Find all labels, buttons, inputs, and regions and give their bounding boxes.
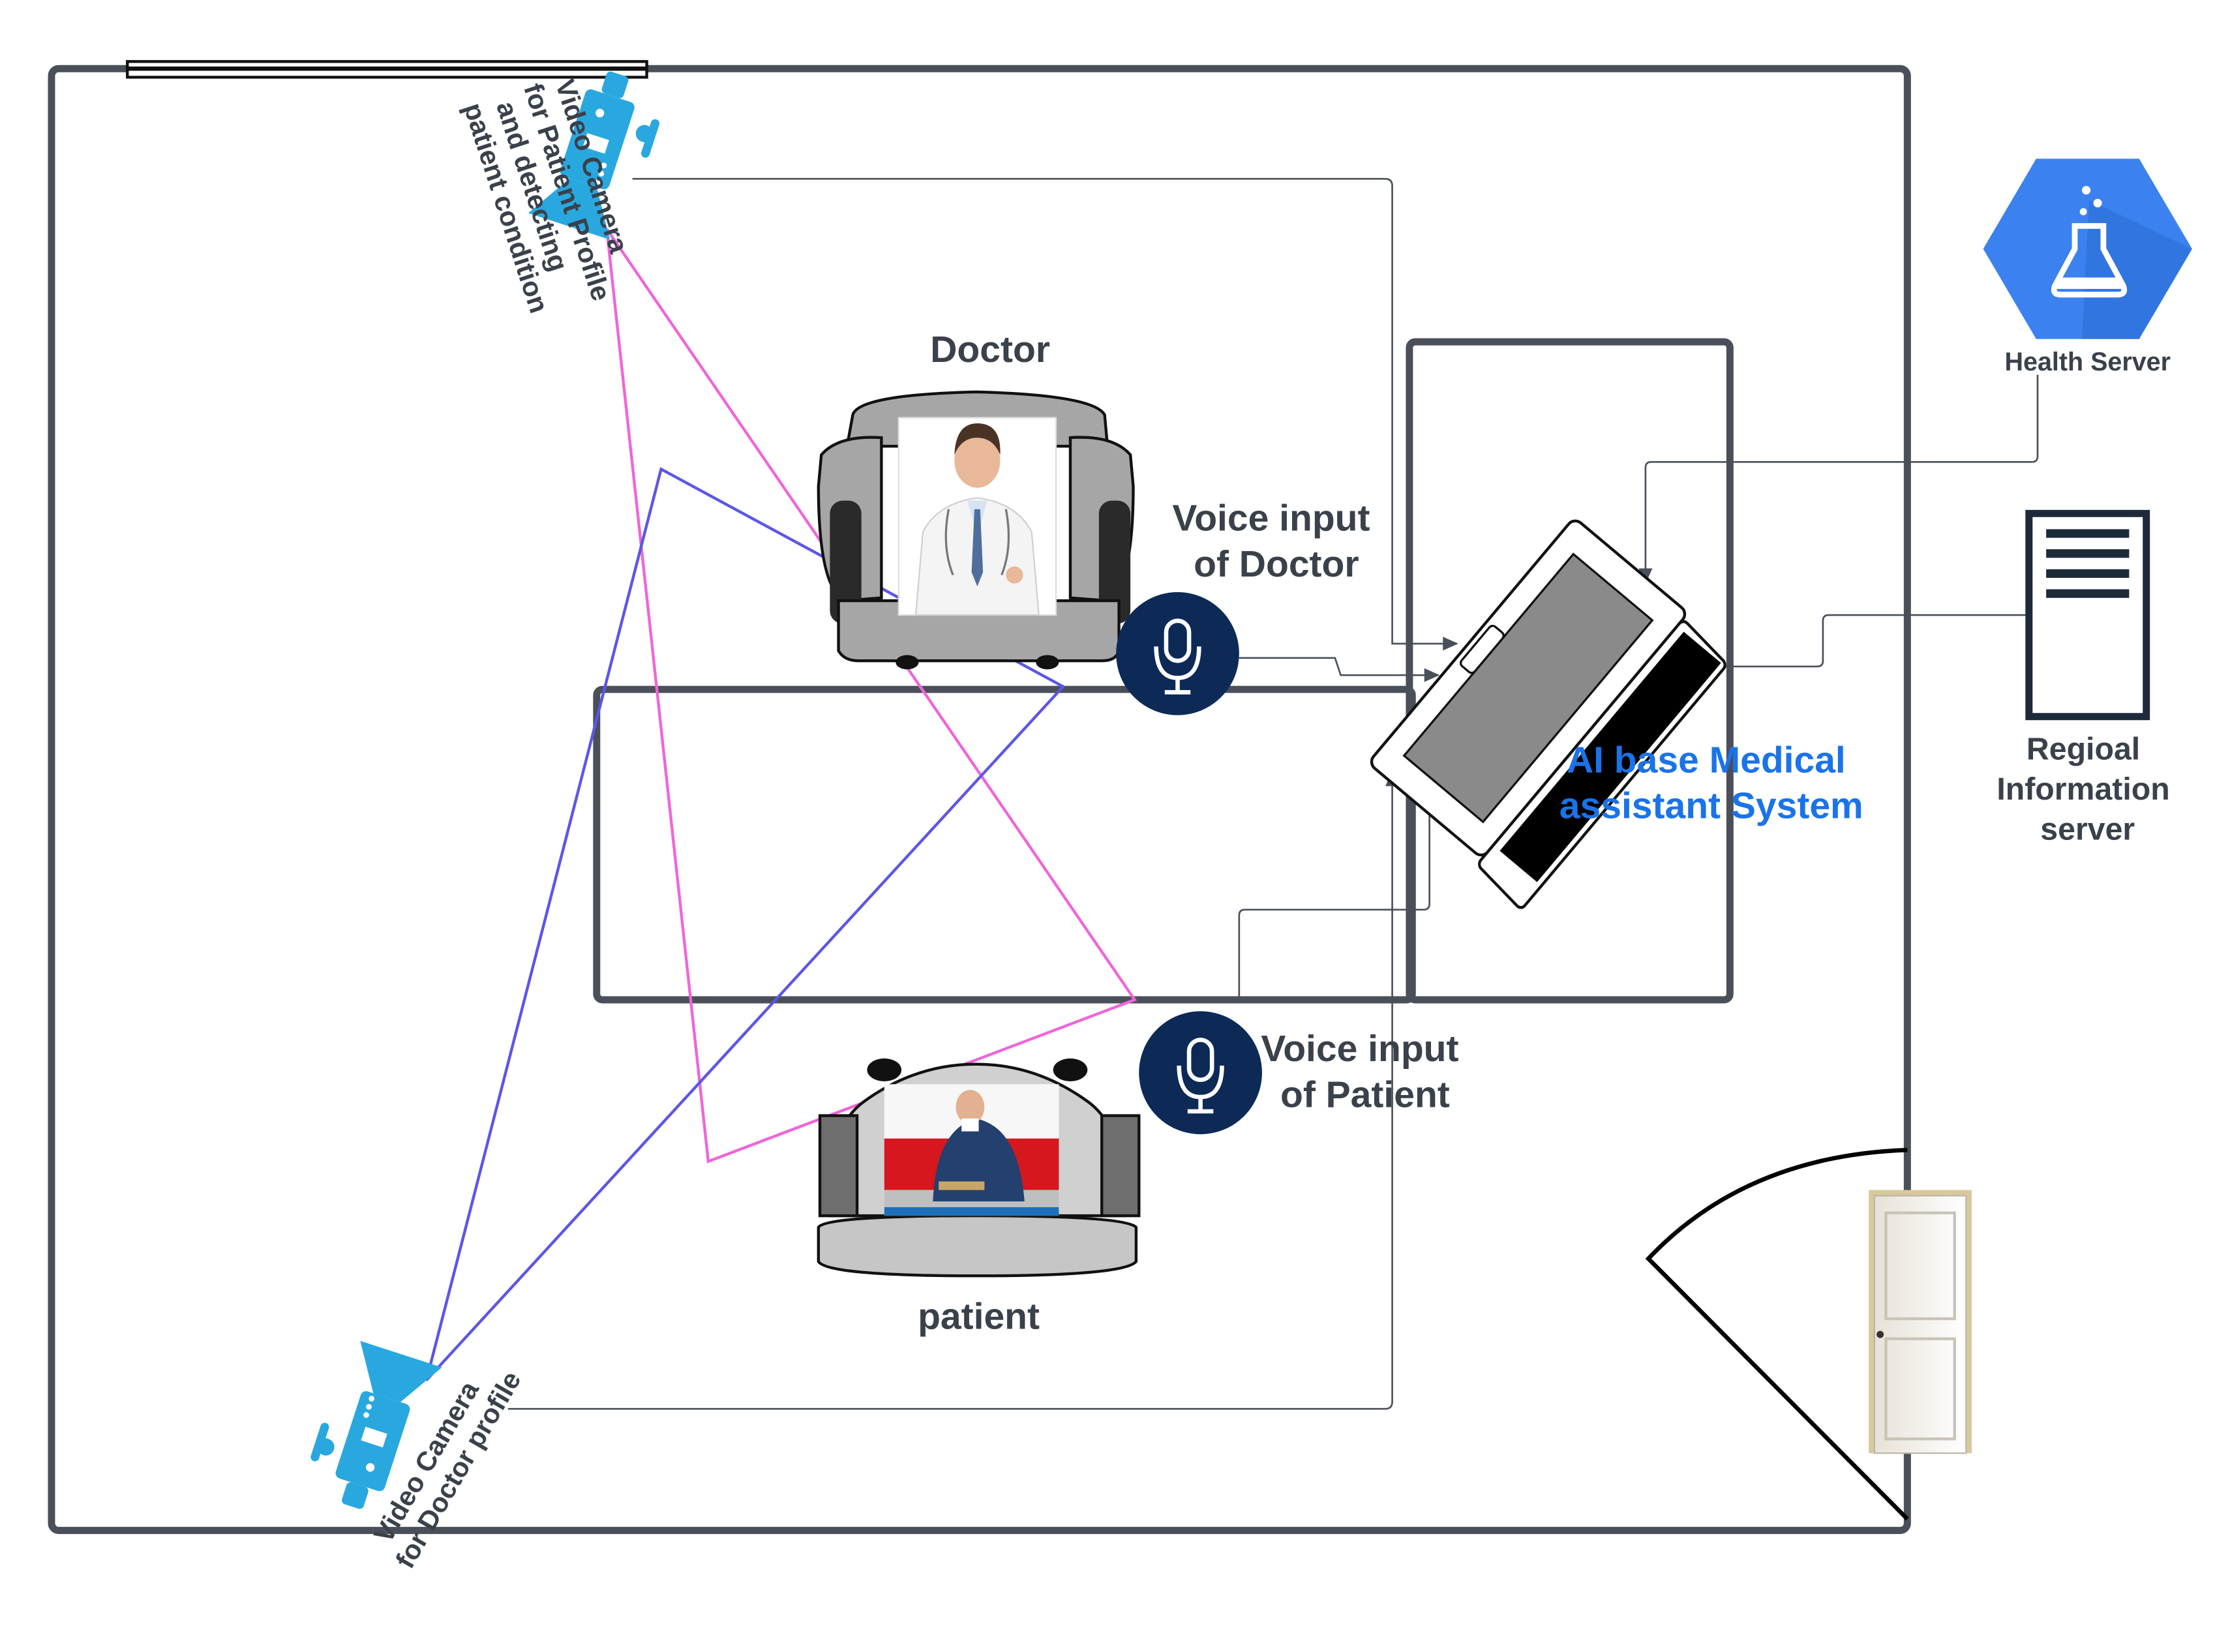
voice-input-doctor-label: Voice input of Doctor — [1172, 498, 1380, 585]
health-server-icon[interactable] — [1983, 158, 2192, 339]
ai-system-label: AI base Medical assistant System — [1560, 739, 1863, 826]
doctor-photo — [897, 417, 1057, 616]
doctor-video-camera-icon[interactable] — [300, 1338, 442, 1520]
door-swing — [1645, 1147, 1909, 1521]
laptop-icon[interactable] — [1359, 517, 1736, 910]
health-server-label: Health Server — [2004, 348, 2171, 376]
patient-label: patient — [918, 1295, 1040, 1337]
doctor-microphone-icon[interactable] — [1116, 592, 1239, 715]
room-wall — [48, 65, 1911, 1535]
window — [126, 60, 648, 79]
ai-station-area — [1406, 338, 1734, 1004]
patient-microphone-icon[interactable] — [1139, 1011, 1262, 1135]
consultation-table — [593, 685, 1416, 1004]
patient-photo — [884, 1084, 1059, 1216]
voice-input-patient-label: Voice input of Patient — [1261, 1028, 1469, 1115]
doctor-label: Doctor — [930, 329, 1050, 370]
data-connectors — [507, 177, 2039, 1410]
patient-video-camera-icon[interactable] — [528, 61, 671, 243]
door-icon — [1869, 1190, 1972, 1454]
regional-server-label: Regioal Information server — [1997, 732, 2178, 847]
regional-server-icon[interactable] — [2025, 509, 2150, 721]
